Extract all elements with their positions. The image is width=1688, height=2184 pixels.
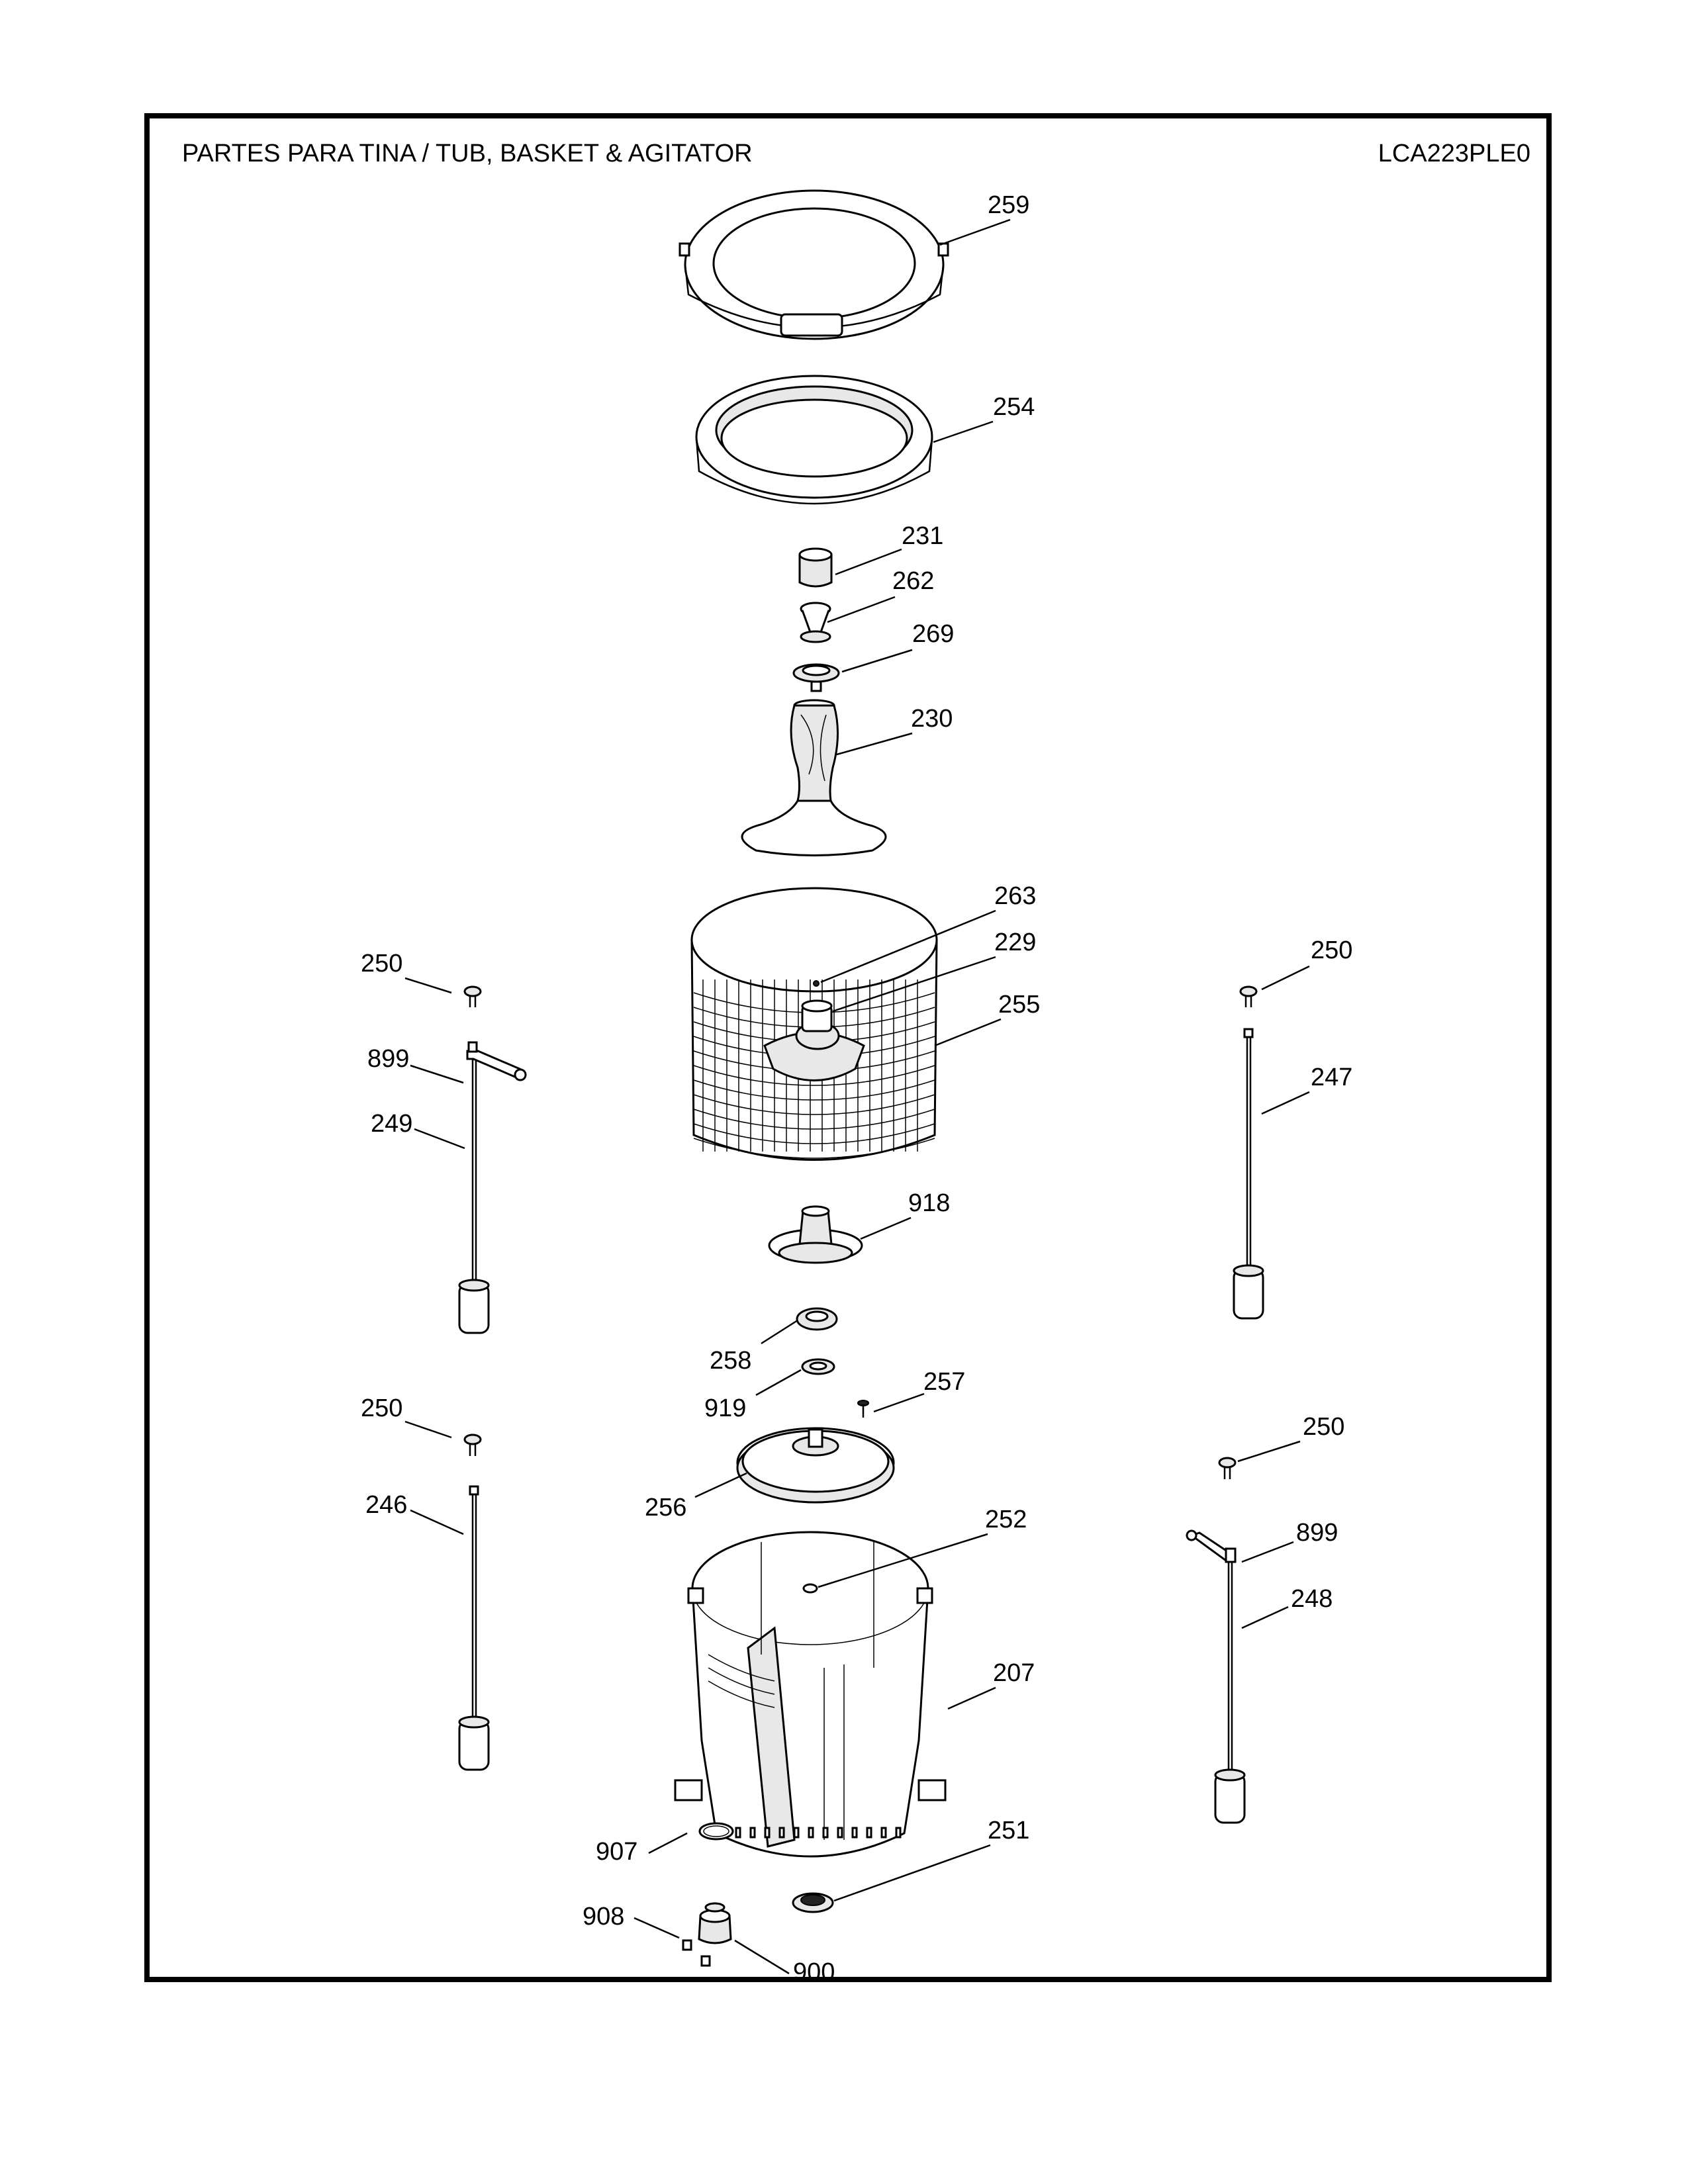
part-250-screw-lower-right	[1218, 1457, 1237, 1479]
part-257-screw	[857, 1400, 869, 1418]
callout-c918: 918	[908, 1189, 950, 1217]
leader-line-c250a	[404, 977, 452, 994]
leader-line-c907	[648, 1832, 688, 1854]
callout-c899a: 899	[367, 1045, 409, 1073]
leader-line-c252	[818, 1533, 988, 1588]
part-899-bracket-left	[466, 1041, 527, 1081]
part-907-o-ring	[698, 1822, 734, 1841]
part-255-wash-basket	[690, 887, 938, 1161]
callout-c251: 251	[988, 1817, 1029, 1844]
callout-c250b: 250	[1311, 936, 1352, 964]
leader-line-c247	[1261, 1091, 1310, 1115]
leader-line-c250d	[1237, 1440, 1301, 1463]
callout-labels: 259 254 231 262 269 230 263 229 255 918 258 919 257 2…	[361, 191, 1352, 1986]
part-254-balance-ring	[695, 375, 933, 505]
leader-line-c229	[832, 956, 996, 1013]
leader-line-c259	[939, 218, 1011, 246]
leader-line-c207	[947, 1686, 996, 1710]
diagram-frame	[144, 113, 1552, 1982]
callout-c900: 900	[793, 1958, 835, 1986]
callout-c256: 256	[645, 1494, 686, 1522]
leader-line-c899a	[410, 1064, 464, 1084]
callout-c263: 263	[994, 882, 1036, 910]
diagram-title: PARTES PARA TINA / TUB, BASKET & AGITATO…	[182, 140, 753, 167]
callout-c248: 248	[1291, 1585, 1333, 1613]
leader-line-c250b	[1261, 965, 1310, 991]
callout-c207: 207	[993, 1659, 1035, 1687]
part-250-screw-upper-right	[1239, 985, 1258, 1007]
leader-line-c231	[835, 548, 902, 576]
leader-line-c246	[410, 1509, 464, 1535]
leader-line-c269	[841, 649, 913, 673]
callout-c250d: 250	[1303, 1413, 1344, 1441]
callout-c231: 231	[902, 522, 943, 550]
part-908-clips	[682, 1939, 711, 1967]
callout-c899b: 899	[1296, 1519, 1338, 1547]
callout-c259: 259	[988, 191, 1029, 219]
leader-line-c251	[833, 1844, 991, 1902]
callout-c269: 269	[912, 620, 954, 648]
part-900-drain-fitting	[698, 1902, 732, 1944]
callout-c247: 247	[1311, 1064, 1352, 1091]
callout-c258: 258	[710, 1347, 751, 1375]
callout-c250a: 250	[361, 950, 402, 978]
part-919-lock-washer	[801, 1358, 835, 1375]
leader-line-c262	[827, 596, 896, 623]
callout-c255: 255	[998, 991, 1040, 1019]
leader-line-c248	[1241, 1606, 1289, 1629]
leader-line-c900	[734, 1939, 790, 1975]
callout-c229: 229	[994, 929, 1036, 956]
callout-c249: 249	[371, 1110, 412, 1138]
part-899-bracket-right	[1186, 1529, 1237, 1563]
part-207-outer-tub	[674, 1531, 947, 1858]
part-269-coupling	[792, 663, 840, 692]
leader-line-c255	[934, 1018, 1002, 1047]
part-250-screw-upper-left	[463, 985, 482, 1007]
part-259-tub-cover	[679, 189, 949, 340]
callout-c908: 908	[583, 1903, 624, 1931]
part-230-agitator	[741, 699, 887, 856]
leader-line-c256	[694, 1472, 747, 1498]
part-918-hub	[768, 1205, 863, 1264]
part-250-screw-lower-left	[463, 1433, 482, 1456]
callout-c919: 919	[704, 1394, 746, 1422]
leader-line-c263	[820, 909, 996, 983]
leader-line-c919	[755, 1369, 802, 1396]
callout-c246: 246	[365, 1491, 407, 1519]
leader-line-c908	[633, 1917, 680, 1939]
part-249-suspension-rod	[458, 1054, 490, 1334]
leader-line-c918	[860, 1216, 912, 1240]
callout-c250c: 250	[361, 1394, 402, 1422]
part-231-agitator-cap	[798, 547, 833, 588]
part-262-fastener	[800, 602, 831, 643]
callout-c262: 262	[892, 567, 934, 595]
callout-c252: 252	[985, 1506, 1027, 1533]
part-246-suspension-rod	[458, 1485, 490, 1771]
leader-line-c258	[761, 1319, 798, 1345]
callout-c257: 257	[923, 1368, 965, 1396]
leader-line-c249	[414, 1128, 465, 1150]
model-number: LCA223PLE0	[1378, 140, 1530, 167]
part-258-spanner-nut	[796, 1307, 838, 1331]
part-251-seal	[792, 1892, 834, 1913]
leader-line-c257	[873, 1392, 925, 1413]
leader-line-c230	[836, 732, 913, 756]
callout-c254: 254	[993, 393, 1035, 421]
leader-line-c899b	[1241, 1541, 1294, 1563]
callout-c230: 230	[911, 705, 953, 733]
part-247-suspension-rod	[1233, 1028, 1264, 1320]
leader-line-c254	[933, 420, 994, 443]
callout-c907: 907	[596, 1838, 637, 1866]
leader-line-c250c	[404, 1420, 452, 1439]
part-248-suspension-rod	[1214, 1562, 1246, 1824]
part-256-tub-cover-bottom	[736, 1427, 895, 1504]
